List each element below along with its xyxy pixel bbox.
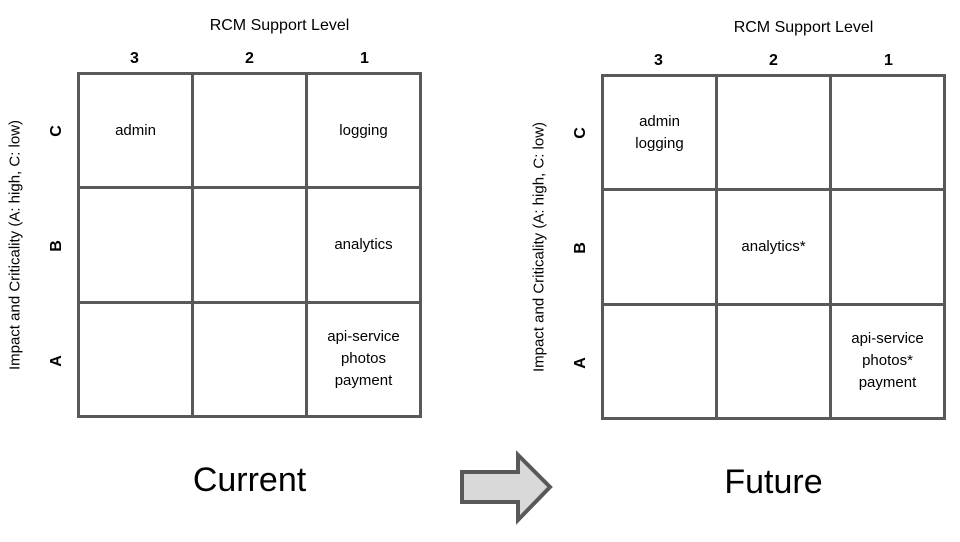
column-headers: 3 2 1: [77, 48, 422, 70]
cell-b1: [832, 191, 943, 303]
row-header-b: B: [48, 240, 65, 252]
row-header-a: A: [48, 355, 65, 367]
matrix-current: RCM Support Level 3 2 1 Impact and Criti…: [0, 0, 480, 540]
cell-a3: [604, 305, 715, 417]
cell-c3: admin logging: [604, 77, 715, 189]
cell-a2: [194, 303, 305, 415]
row-header-c: C: [572, 127, 589, 139]
transition-arrow: [455, 450, 555, 525]
column-header-1: 1: [884, 52, 893, 69]
matrix-future: RCM Support Level 3 2 1 Impact and Criti…: [524, 2, 960, 542]
column-headers: 3 2 1: [601, 50, 946, 72]
matrix-grid: admin logging analytics* api-service pho…: [601, 74, 946, 420]
cell-a2: [718, 305, 829, 417]
row-header-a: A: [572, 357, 589, 369]
matrix-grid: admin logging analytics api-service phot…: [77, 72, 422, 418]
cell-c1: [832, 77, 943, 189]
right-arrow-shape: [460, 450, 553, 525]
column-header-3: 3: [130, 50, 139, 67]
cell-c1: logging: [308, 75, 419, 187]
cell-b3: [604, 191, 715, 303]
right-arrow-icon: [460, 450, 553, 525]
cell-c2: [718, 77, 829, 189]
cell-b2: [194, 189, 305, 301]
rcm-support-level-title: RCM Support Level: [733, 19, 874, 36]
cell-a1: api-service photos payment: [308, 303, 419, 415]
column-header-2: 2: [245, 50, 254, 67]
cell-b3: [80, 189, 191, 301]
caption-future: Future: [724, 463, 823, 501]
cell-a3: [80, 303, 191, 415]
row-header-c: C: [48, 125, 65, 137]
rcm-support-level-title: RCM Support Level: [209, 17, 350, 34]
cell-c2: [194, 75, 305, 187]
y-axis-label: Impact and Criticality (A: high, C: low): [530, 121, 548, 373]
column-header-1: 1: [360, 50, 369, 67]
cell-a1: api-service photos* payment: [832, 305, 943, 417]
cell-c3: admin: [80, 75, 191, 187]
y-axis-label: Impact and Criticality (A: high, C: low): [6, 119, 24, 371]
cell-b1: analytics: [308, 189, 419, 301]
column-header-2: 2: [769, 52, 778, 69]
row-header-b: B: [572, 242, 589, 254]
column-header-3: 3: [654, 52, 663, 69]
caption-current: Current: [192, 461, 307, 499]
cell-b2: analytics*: [718, 191, 829, 303]
